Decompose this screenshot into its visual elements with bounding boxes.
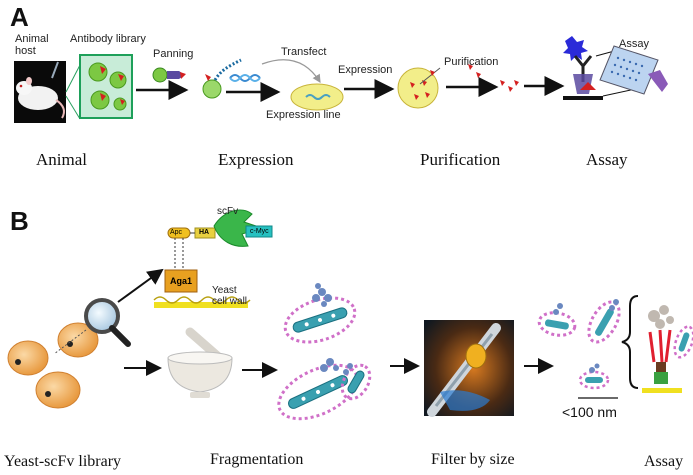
cmyc-label: c-Myc [250,228,269,235]
dna-icon [229,74,261,82]
yeast-cells [7,322,99,409]
assay-top-label: Assay [619,38,649,50]
stage-animal: Animal [36,150,87,169]
animal-host-label: Animal host [15,33,49,57]
stage-assay-b: Assay [644,453,684,470]
transfected-cell [202,58,242,99]
yeast-cell-wall-label: Yeast cell wall [212,285,248,307]
transfect-arrow [261,59,321,84]
expression-line-label: Expression line [266,109,341,121]
filter-photo [424,320,514,417]
mouse-image [14,61,66,123]
magnifying-glass-icon [53,298,131,355]
assay-platform [563,36,668,100]
arrow-b-up [117,268,164,303]
expressing-cell [397,67,441,109]
scfv-label: scFv [217,206,239,217]
mortar-pestle-icon [167,327,233,398]
panning-label: Panning [153,48,194,60]
scfv-construct [153,209,273,308]
expression-label: Expression [338,64,393,76]
bracket [621,295,639,389]
transfect-label: Transfect [281,46,327,58]
antibody-library-box [65,54,133,120]
antibody-library-label: Antibody library [70,33,146,45]
stage-filter: Filter by size [431,451,515,468]
panel-a-letter: A [10,2,29,32]
phage-icon [152,67,186,83]
panel-b-letter: B [10,206,29,236]
scale-label: <100 nm [562,404,617,420]
stage-assay-a: Assay [586,150,628,169]
purification-label: Purification [444,56,499,68]
stage-purification: Purification [420,150,501,169]
apc-label: Apc [170,229,183,236]
expression-line-cell [290,83,344,111]
assay-b-graphic [642,305,693,393]
stage-expression: Expression [218,150,294,169]
ha-label: HA [199,229,210,236]
aga1-label: Aga1 [170,276,193,286]
membrane-fragments [277,283,372,421]
filtered-fragments [537,299,621,399]
stage-yeast-library: Yeast-scFv library [4,453,122,470]
stage-fragmentation: Fragmentation [210,451,304,468]
purified-antibodies [500,80,519,92]
